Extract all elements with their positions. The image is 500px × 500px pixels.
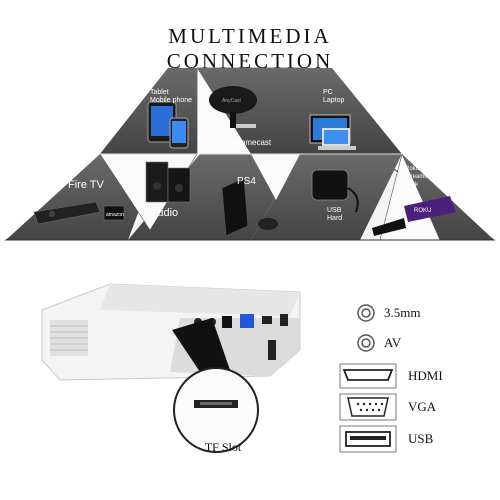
tablet-phone-icon bbox=[147, 101, 189, 149]
port-label-hdmi: HDMI bbox=[408, 368, 443, 383]
tf-slot-magnifier bbox=[173, 367, 259, 453]
chromecast-brand: AnyCast bbox=[222, 98, 242, 104]
chromecast-icon: AnyCast bbox=[209, 86, 257, 128]
label-audio: Audio bbox=[150, 207, 178, 219]
firetv-remote-icon: amazon bbox=[33, 201, 125, 225]
hdmi-port-icon bbox=[339, 363, 397, 389]
usb-port-icon bbox=[339, 425, 397, 453]
port-label-usb: USB bbox=[408, 431, 434, 446]
projector-vent bbox=[50, 320, 88, 356]
projector-body bbox=[41, 283, 301, 381]
speakers-icon bbox=[145, 161, 191, 203]
firetv-brand: amazon bbox=[106, 212, 124, 218]
roku-brand: ROKU bbox=[414, 208, 431, 214]
audio-jack-icon bbox=[357, 304, 375, 322]
label-chromecast: Chromecast bbox=[228, 138, 272, 147]
vga-port-icon bbox=[339, 393, 397, 421]
port-label-vga: VGA bbox=[408, 399, 437, 414]
ps4-console-icon bbox=[221, 177, 278, 237]
roku-stick-icon: ROKU bbox=[372, 196, 456, 236]
port-label-3-5mm: 3.5mm bbox=[384, 305, 421, 320]
title-line-1: MULTIMEDIA bbox=[168, 24, 332, 48]
pc-laptop-icon bbox=[309, 114, 356, 150]
port-label-av: AV bbox=[384, 335, 402, 350]
tf-slot-label: TF Slot bbox=[204, 440, 242, 454]
av-jack-icon bbox=[357, 334, 375, 352]
label-ps4: PS4 bbox=[237, 176, 256, 187]
usb-hard-drive-icon bbox=[311, 169, 359, 213]
label-firetv: Fire TV bbox=[68, 179, 105, 191]
page-title: MULTIMEDIA CONNECTION bbox=[0, 24, 500, 74]
panel-pc bbox=[251, 68, 402, 154]
